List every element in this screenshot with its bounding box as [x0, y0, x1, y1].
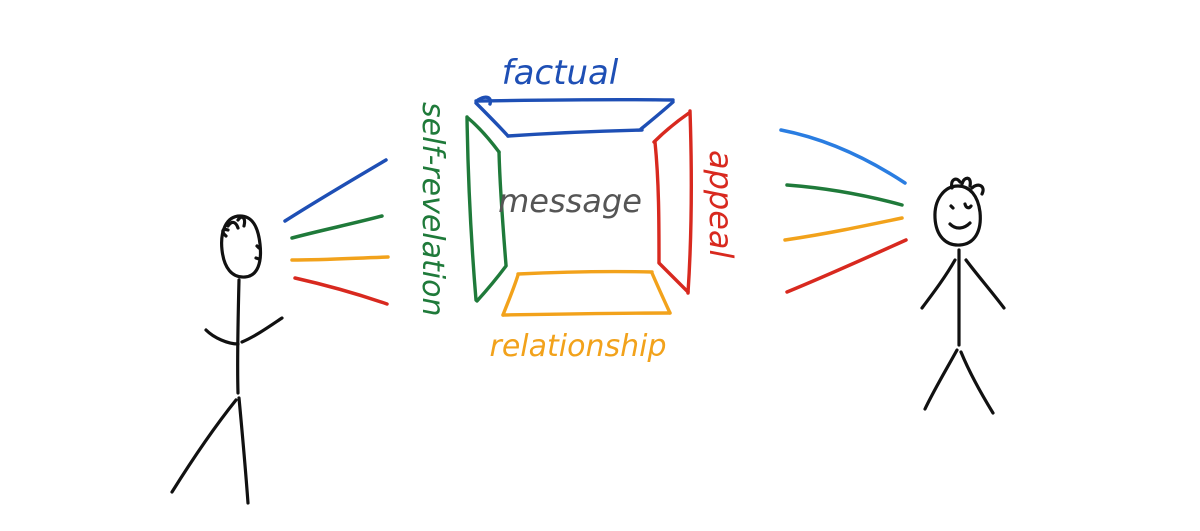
- receiver-eye: [963, 202, 973, 210]
- receiver-arm: [964, 258, 1006, 310]
- receiver-arm: [920, 258, 957, 310]
- sender-arm: [240, 316, 284, 344]
- sender-eye: [254, 256, 261, 261]
- relationship-side: [501, 269, 672, 317]
- appeal-side: [652, 109, 694, 295]
- message-label: message: [498, 182, 642, 220]
- sender-body: [235, 278, 241, 395]
- receiver-hair: [950, 176, 985, 196]
- sender-head: [220, 214, 263, 279]
- receiver-leg: [923, 348, 959, 411]
- receiver-figure: [920, 176, 1006, 415]
- receiver-rays: [779, 128, 908, 294]
- self-revelation-side: [465, 115, 508, 303]
- receiver-ray-self-revelation: [785, 183, 904, 207]
- factual-side: [474, 95, 675, 138]
- sender-ray-factual: [283, 158, 388, 223]
- self-revelation-label: self-revelation: [415, 102, 450, 316]
- receiver-ray-relationship: [783, 216, 904, 242]
- receiver-ray-factual: [779, 128, 907, 185]
- sender-leg: [237, 396, 250, 505]
- sender-leg: [170, 398, 238, 494]
- sender-rays: [283, 158, 390, 306]
- sender-hair: [221, 215, 247, 238]
- sender-figure: [170, 214, 284, 505]
- factual-label: factual: [502, 53, 619, 93]
- appeal-label: appeal: [702, 150, 740, 259]
- sender-ray-self-revelation: [290, 214, 384, 240]
- receiver-eye: [949, 204, 955, 210]
- receiver-ray-appeal: [785, 238, 908, 294]
- receiver-head: [933, 184, 982, 247]
- receiver-leg: [959, 350, 995, 415]
- sender-arm: [204, 328, 240, 346]
- receiver-smile: [948, 221, 972, 230]
- sender-ray-relationship: [290, 255, 390, 262]
- sender-ray-appeal: [293, 276, 389, 306]
- sender-eye: [255, 244, 261, 250]
- relationship-label: relationship: [490, 329, 667, 364]
